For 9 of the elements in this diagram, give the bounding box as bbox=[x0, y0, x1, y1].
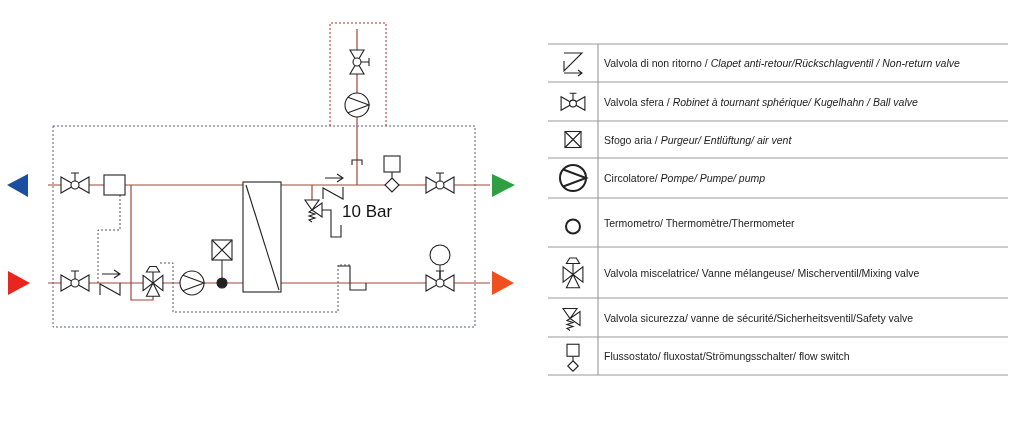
legend-text: Valvola miscelatrice/ Vanne mélangeuse/ Mischerventil/Mixing valve bbox=[604, 265, 920, 280]
legend-text: Circolatore/ Pompe/ Pumpe/ pump bbox=[604, 171, 766, 185]
legend-text: Valvola sfera / Robinet à tournant sphérique/ Kugelhahn / Ball valve bbox=[604, 94, 918, 109]
legend-text: Sfogo aria / Purgeur/ Entlüftung/ air vent bbox=[604, 132, 792, 147]
legend-text: Valvola sicurezza/ vanne de sécurité/Sicherheitsventil/Safety valve bbox=[604, 310, 914, 325]
legend-text: Termometro/ Thermomètre/Thermometer bbox=[604, 215, 795, 230]
pressure-label: 10 Bar bbox=[342, 202, 393, 222]
legend-text: Flussostato/ fluxostat/Strömungsschalter/ flow switch bbox=[604, 349, 850, 363]
legend-text: Valvola di non ritorno / Clapet anti-retour/Rückschlagventil / Non-return valve bbox=[604, 56, 960, 70]
